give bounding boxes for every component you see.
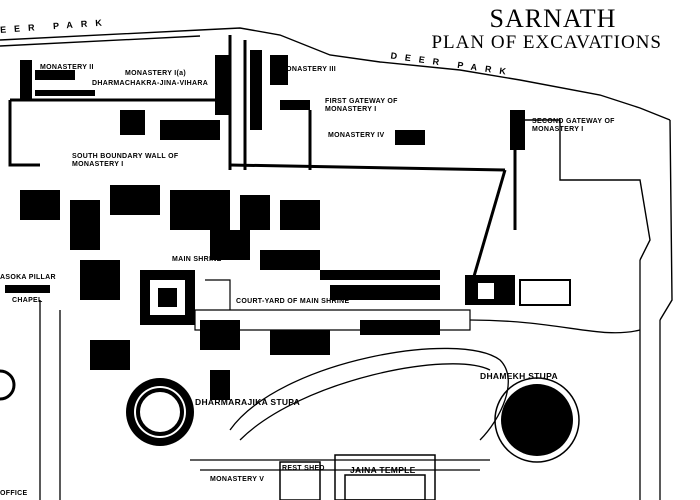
label-main-shrine: MAIN SHRINE bbox=[172, 256, 222, 263]
paths bbox=[39, 260, 661, 500]
dhamekh-stupa bbox=[494, 377, 580, 463]
label-south-wall: SOUTH BOUNDARY WALL OF MONASTERY I bbox=[72, 153, 179, 168]
jaina-temple bbox=[334, 454, 436, 500]
label-second-gateway: SECOND GATEWAY OF MONASTERY I bbox=[532, 118, 615, 133]
label-rest-shed: REST SHED bbox=[282, 465, 325, 472]
monastery-structures bbox=[20, 50, 525, 150]
label-first-gateway: FIRST GATEWAY OF MONASTERY I bbox=[325, 98, 398, 113]
title: SARNATH bbox=[489, 4, 617, 33]
label-dhamekh: DHAMEKH STUPA bbox=[480, 371, 558, 381]
map-title: SARNATH PLAN OF EXCAVATIONS bbox=[431, 4, 662, 54]
label-monastery-5: MONASTERY V bbox=[210, 476, 265, 483]
label-dharmarajika: DHARMARAJIKA STUPA bbox=[195, 397, 301, 407]
monastery-east-block bbox=[465, 275, 571, 306]
label-asoka-pillar: ASOKA PILLAR bbox=[0, 274, 56, 281]
label-monastery-4: MONASTERY IV bbox=[328, 132, 385, 139]
compass-fragment bbox=[0, 369, 16, 401]
subtitle: PLAN OF EXCAVATIONS bbox=[431, 32, 662, 53]
dharmarajika-stupa bbox=[126, 378, 194, 446]
excavation-remains bbox=[20, 185, 440, 400]
label-dharmachakra: DHARMACHAKRA-JINA-VIHARA bbox=[92, 80, 209, 87]
label-monastery-2: MONASTERY II bbox=[40, 64, 94, 71]
label-court-yard: COURT-YARD OF MAIN SHRINE bbox=[236, 298, 350, 305]
asoka-pillar-site bbox=[5, 280, 90, 293]
label-jaina-temple: JAINA TEMPLE bbox=[350, 465, 416, 475]
rest-shed bbox=[279, 461, 321, 500]
label-monastery-1a: MONASTERY I(a) bbox=[125, 70, 186, 77]
court-yard bbox=[194, 279, 471, 331]
label-chapel: CHAPEL bbox=[12, 297, 43, 304]
label-monastery-3: MONASTERY III bbox=[280, 66, 337, 73]
deer-park-boundary bbox=[0, 27, 673, 321]
main-shrine bbox=[140, 270, 195, 325]
label-office: OFFICE bbox=[0, 490, 28, 497]
